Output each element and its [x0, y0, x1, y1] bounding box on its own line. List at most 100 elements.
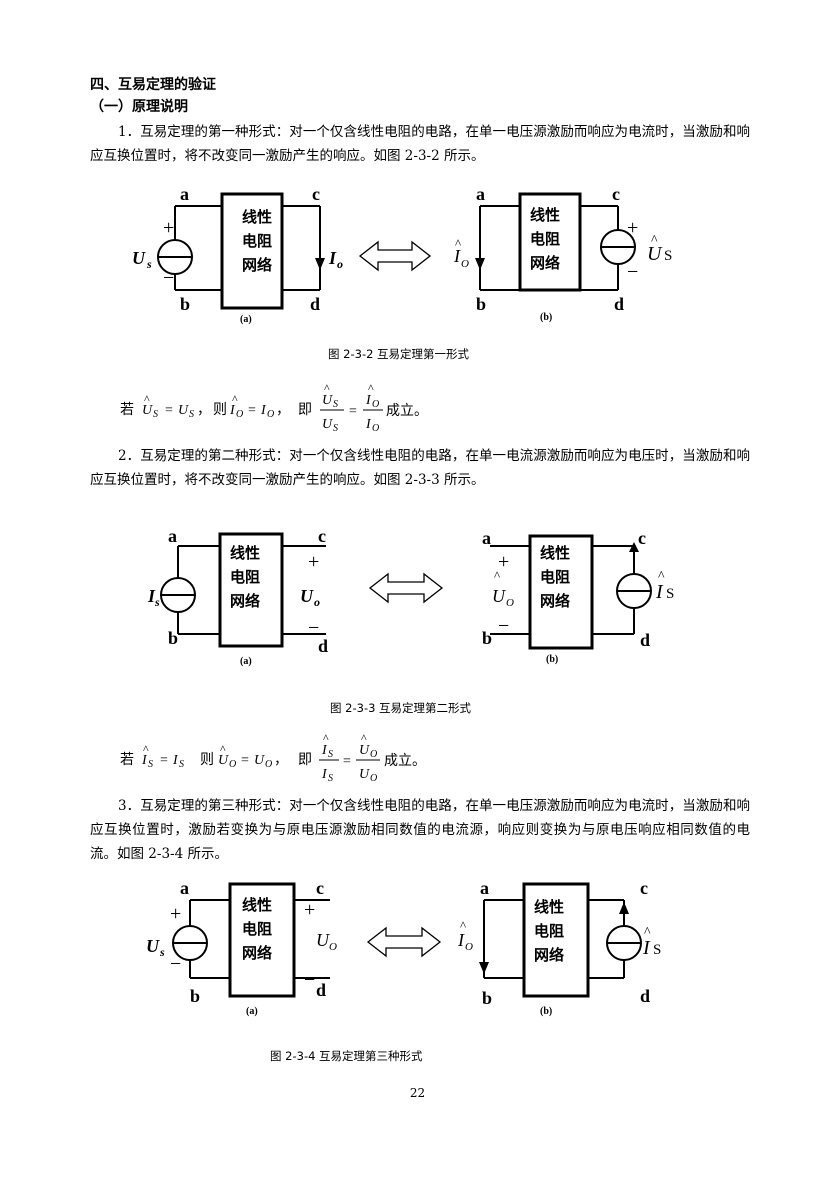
plus-sign: + [163, 217, 174, 239]
svg-text:线性: 线性 [534, 898, 564, 916]
paragraph-form-2: 2．互易定理的第二种形式：对一个仅含线性电阻的电路，在单一电流源激励而响应为电压… [90, 448, 750, 488]
svg-text:^: ^ [324, 381, 330, 395]
svg-text:电阻: 电阻 [540, 568, 570, 586]
svg-text:c: c [640, 878, 648, 898]
terminal-a: a [180, 188, 189, 204]
svg-text:S: S [179, 759, 184, 770]
double-arrow-icon [358, 240, 432, 272]
svg-text:=: = [343, 754, 351, 769]
svg-text:−: − [170, 953, 181, 975]
svg-text:+: + [170, 903, 181, 925]
svg-text:S: S [333, 423, 338, 434]
svg-text:I: I [642, 937, 651, 959]
source-label: U [132, 248, 146, 268]
svg-text:O: O [370, 749, 377, 760]
caption-fig-2-3-3: 图 2-3-3 互易定理第二形式 [330, 701, 472, 715]
svg-text:U: U [316, 930, 330, 950]
svg-text:c: c [612, 188, 620, 204]
svg-text:b: b [482, 628, 492, 648]
current-arrow-icon [315, 258, 325, 270]
svg-text:+: + [627, 217, 638, 239]
svg-text:O: O [236, 409, 243, 420]
svg-text:U: U [322, 417, 333, 432]
svg-text:^: ^ [361, 731, 367, 745]
svg-text:网络: 网络 [530, 254, 560, 272]
svg-text:=: = [248, 403, 256, 418]
svg-text:S: S [666, 586, 674, 602]
svg-text:+: + [498, 551, 509, 573]
svg-text:^: ^ [144, 392, 150, 406]
response-label-b: I [453, 246, 461, 266]
svg-text:=: = [160, 753, 168, 768]
svg-text:S: S [328, 749, 333, 760]
svg-text:I: I [141, 753, 148, 768]
svg-text:O: O [267, 409, 274, 420]
circuit-b [490, 534, 652, 650]
network-label-2: 电阻 [242, 232, 272, 250]
svg-text:^: ^ [644, 925, 651, 940]
terminal-c: c [312, 188, 320, 204]
svg-text:线性: 线性 [230, 544, 260, 562]
svg-text:=: = [241, 753, 249, 768]
svg-text:U: U [300, 586, 314, 606]
svg-text:O: O [329, 941, 337, 953]
svg-text:−: − [304, 969, 315, 991]
svg-text:U: U [146, 936, 160, 956]
svg-text:I: I [321, 767, 328, 782]
svg-text:^: ^ [143, 742, 149, 756]
page-number: 22 [409, 1086, 426, 1100]
svg-text:则: 则 [200, 752, 214, 768]
svg-text:，: ， [276, 403, 290, 418]
svg-text:a: a [482, 528, 491, 548]
svg-text:S: S [333, 399, 338, 410]
svg-text:O: O [370, 773, 377, 784]
svg-text:c: c [318, 526, 326, 546]
svg-text:(a): (a) [246, 1006, 258, 1017]
response-label-sub: o [337, 257, 343, 271]
svg-text:^: ^ [323, 731, 329, 745]
svg-text:(b): (b) [546, 654, 558, 665]
svg-text:−: − [308, 617, 319, 639]
svg-text:即: 即 [298, 753, 312, 768]
svg-text:I: I [457, 930, 465, 950]
svg-text:b: b [190, 986, 200, 1006]
paragraph-form-1: 1．互易定理的第一种形式：对一个仅含线性电阻的电路，在单一电压源激励而响应为电流… [90, 124, 750, 164]
svg-text:S: S [153, 409, 158, 420]
circuit-a [160, 532, 326, 648]
svg-text:若: 若 [120, 402, 134, 418]
svg-text:电阻: 电阻 [242, 920, 272, 938]
svg-text:a: a [476, 188, 485, 204]
svg-text:S: S [189, 409, 194, 420]
svg-text:即: 即 [298, 403, 312, 418]
svg-text:成立。: 成立。 [384, 753, 426, 769]
source-label-sub: s [146, 257, 152, 271]
svg-text:−: − [498, 615, 509, 637]
svg-text:S: S [653, 942, 661, 958]
svg-text:U: U [359, 767, 370, 782]
svg-text:d: d [318, 636, 328, 656]
response-label: I [328, 248, 337, 268]
svg-text:o: o [314, 595, 320, 609]
formula-1: 若 ^ U S = U S ， 则 ^ I O = I O ， 即 ^ U S … [120, 381, 428, 434]
svg-text:^: ^ [368, 381, 374, 395]
svg-text:S: S [328, 773, 333, 784]
svg-text:线性: 线性 [530, 206, 560, 224]
svg-text:O: O [229, 759, 236, 770]
svg-text:b: b [168, 628, 178, 648]
svg-text:^: ^ [658, 569, 665, 584]
svg-text:I: I [321, 743, 328, 758]
svg-text:c: c [638, 528, 646, 548]
svg-text:网络: 网络 [230, 592, 260, 610]
svg-text:(b): (b) [540, 1006, 552, 1017]
svg-text:I: I [172, 753, 179, 768]
svg-text:，: ， [274, 753, 288, 768]
svg-text:若: 若 [120, 752, 134, 768]
svg-text:I: I [365, 417, 372, 432]
network-box [220, 192, 284, 310]
svg-text:U: U [254, 753, 265, 768]
figure-2-3-4: 线性 电阻 网络 a b c d U s + − + − U O (a) 线性 … [146, 878, 661, 1017]
svg-text:^: ^ [455, 236, 461, 251]
svg-text:网络: 网络 [540, 592, 570, 610]
source-label-b: U [647, 243, 663, 265]
formula-2: 若 ^ I S = I S 则 ^ U O = U O ， 即 ^ I S I … [120, 731, 426, 784]
